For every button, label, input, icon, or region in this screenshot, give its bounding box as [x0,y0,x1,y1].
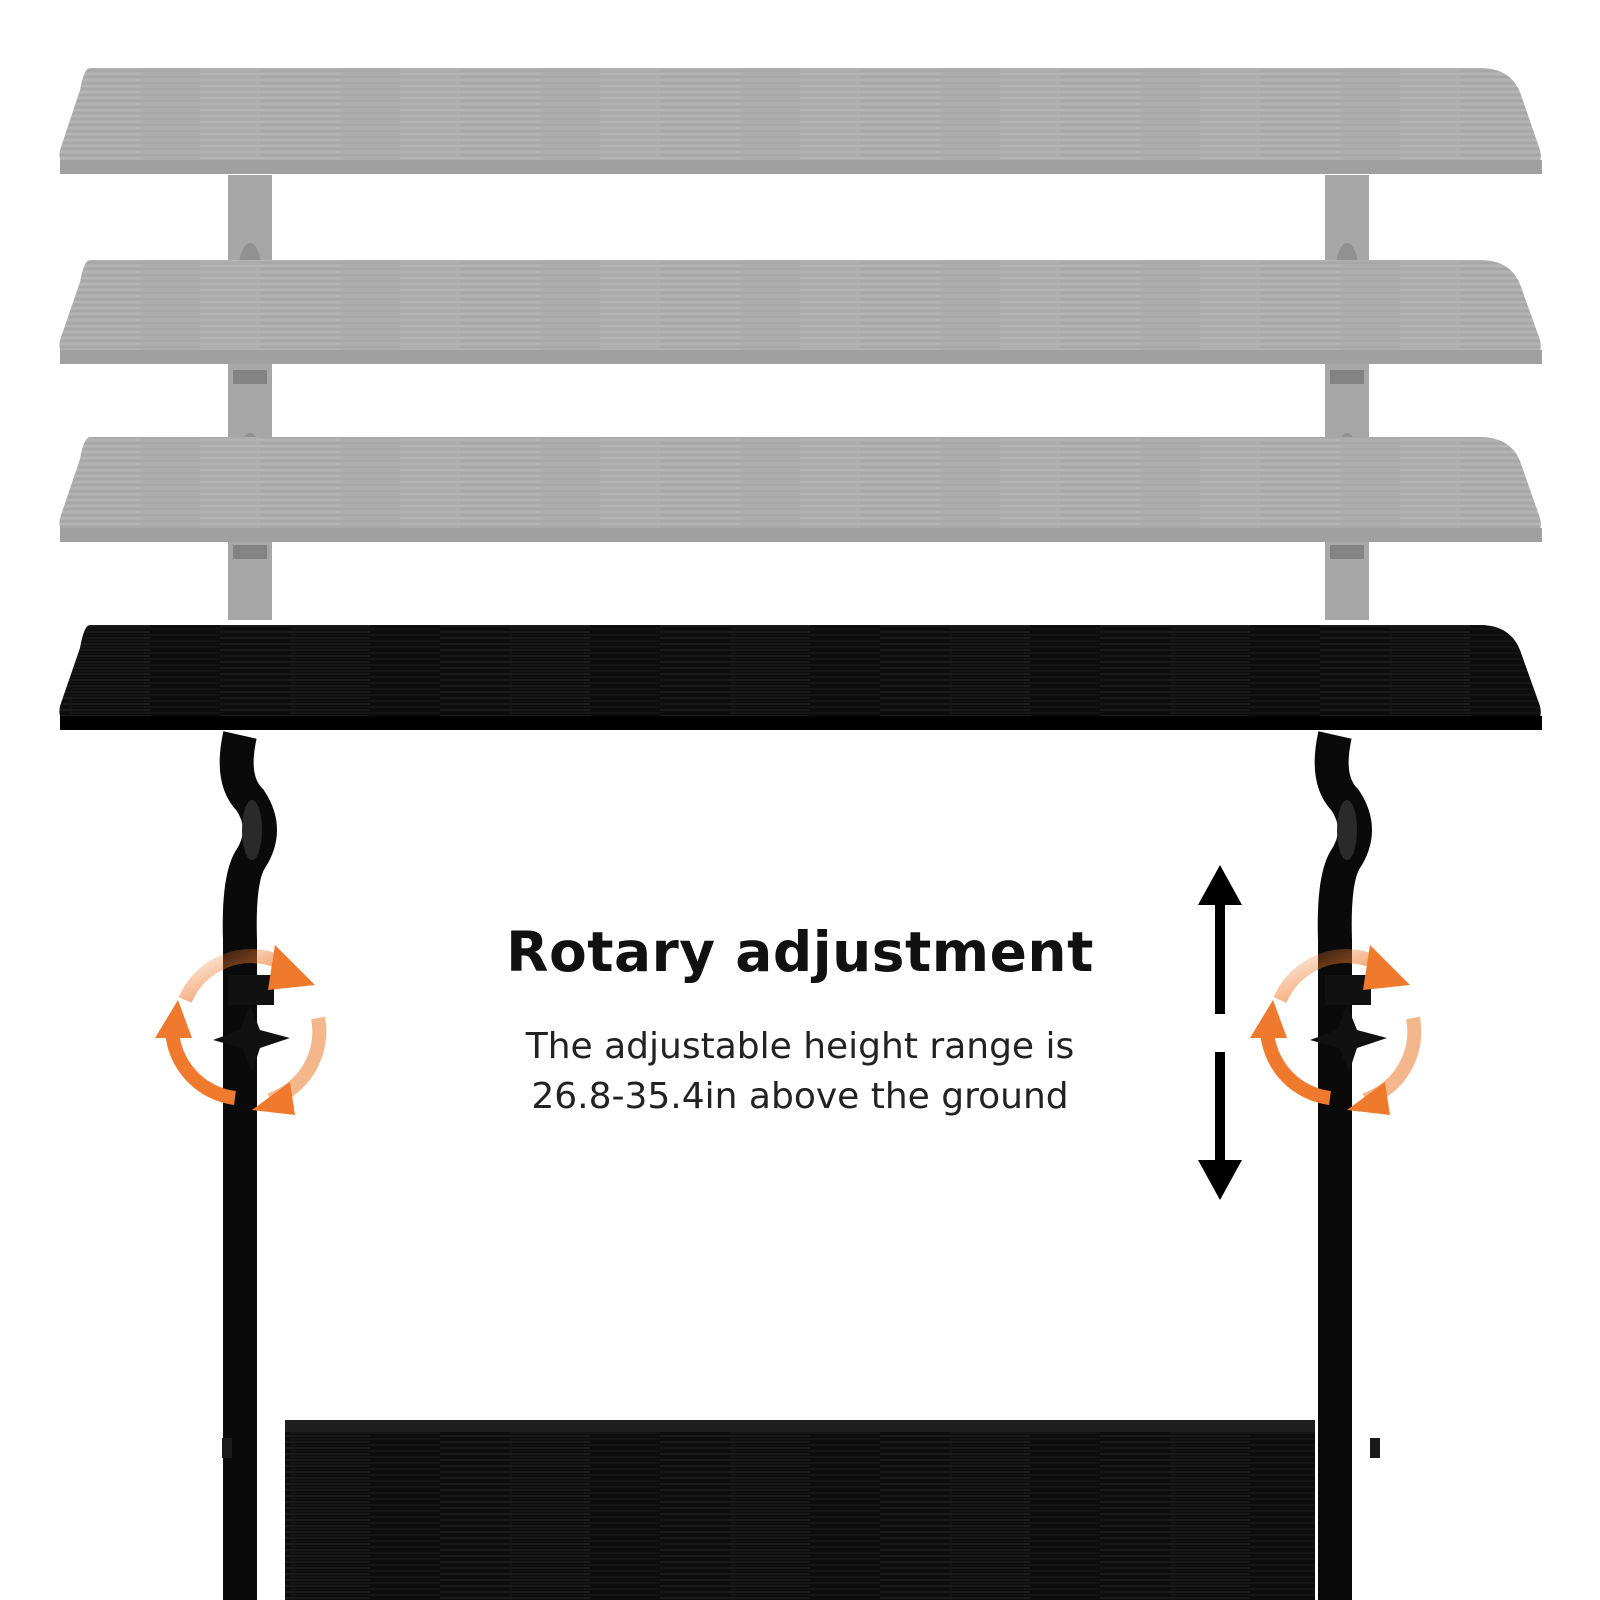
lower-shelf [285,1420,1315,1600]
description-line: 26.8-35.4in above the ground [531,1076,1069,1117]
rotation-arrows-icon [1250,945,1422,1115]
ghost-board-top [59,68,1541,172]
ghost-board-middle [59,260,1541,362]
desk-top-board [59,625,1542,730]
description-line: The adjustable height range is [525,1026,1075,1067]
knob-icon [213,975,290,1072]
double-arrow-vertical-icon [1198,865,1242,1200]
feature-description: The adjustable height range is 26.8-35.4… [400,1022,1200,1122]
rotation-arrows-icon [155,945,327,1115]
ghost-positions [59,68,1542,620]
ghost-board-lower [59,437,1541,540]
desk-frame [219,731,1380,1600]
feature-title: Rotary adjustment [506,920,1094,984]
knob-icon [1310,975,1387,1072]
